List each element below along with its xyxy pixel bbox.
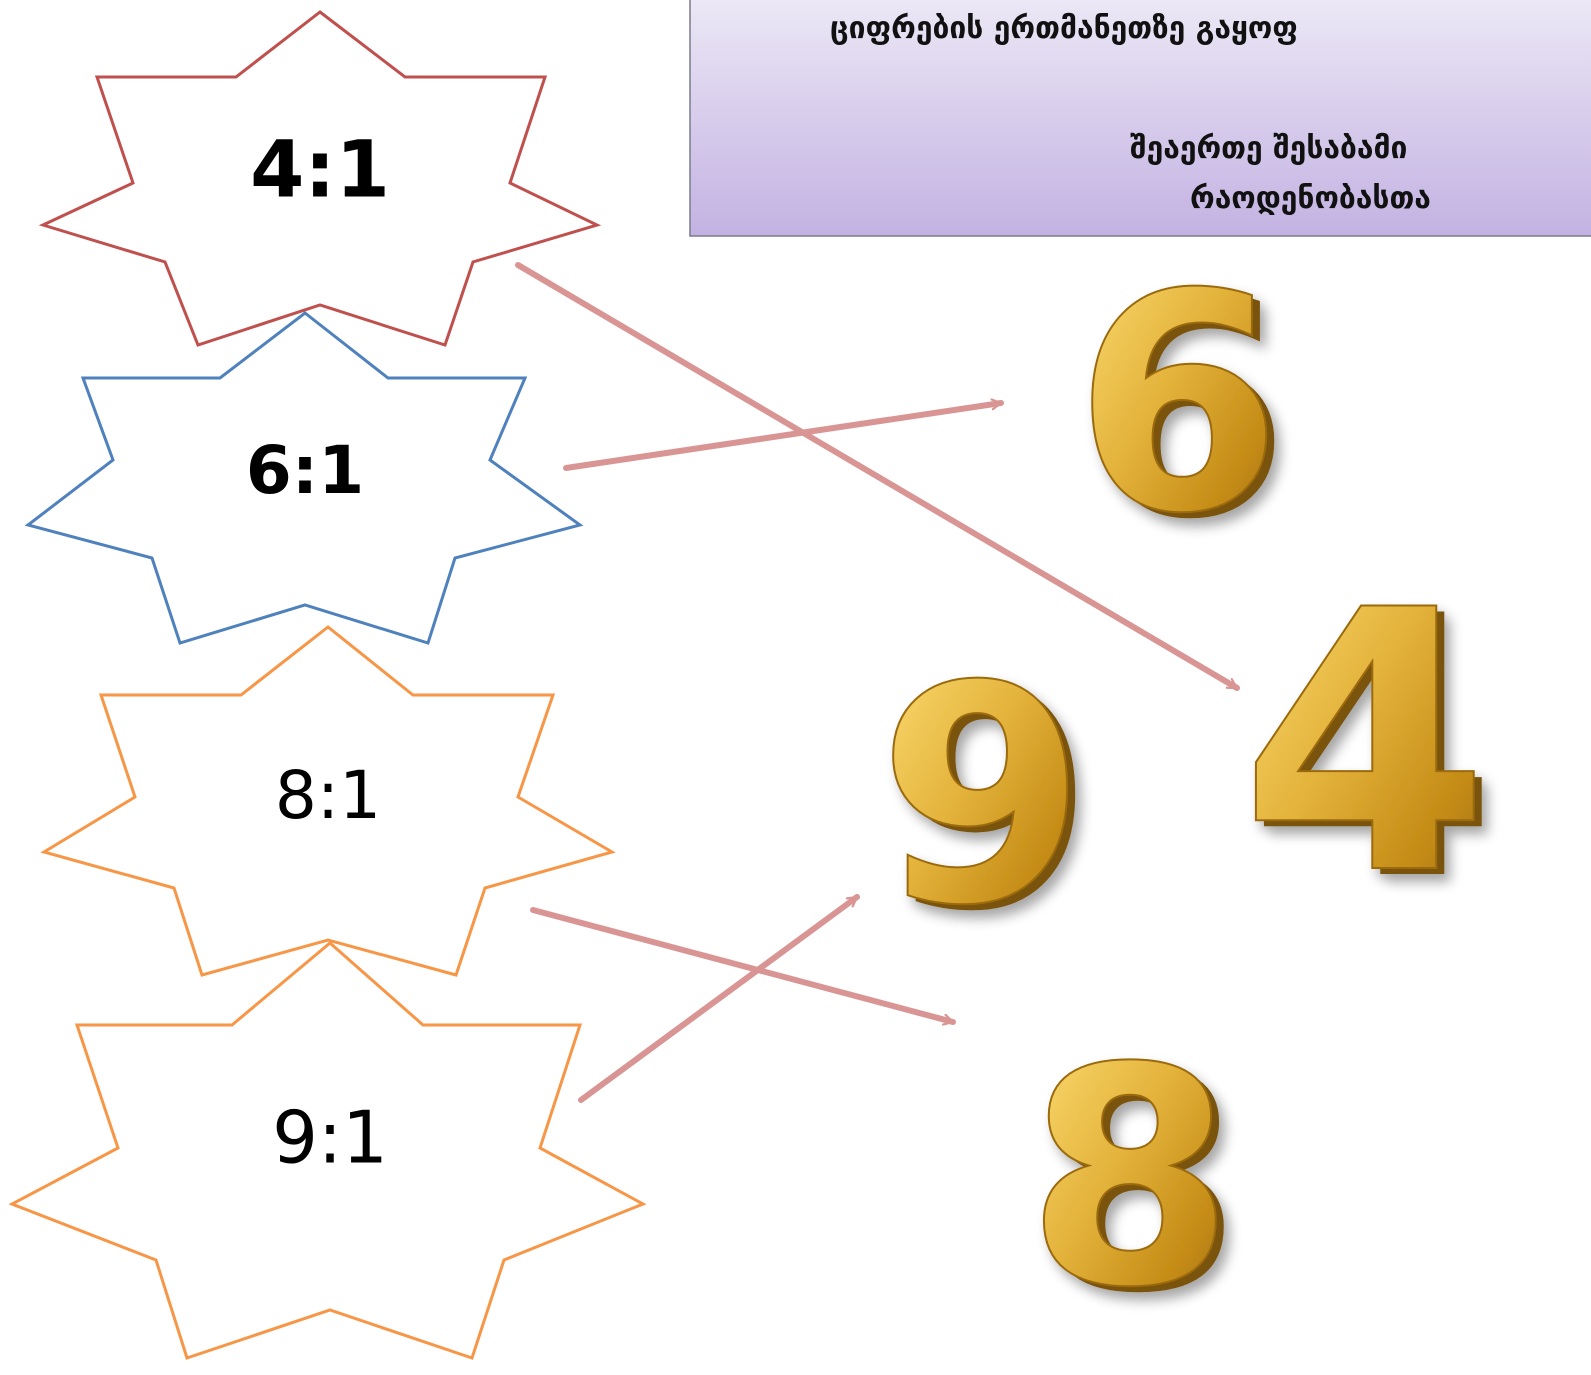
digit-extrusion: 9: [886, 628, 1095, 977]
star-shape: [8, 941, 647, 1360]
division-card-label: 9:1: [272, 1096, 388, 1180]
star-shape: [24, 311, 584, 645]
arrow-9-1-to-9[interactable]: [578, 894, 860, 1103]
division-card-3[interactable]: 8:1: [40, 625, 616, 977]
answer-digit-8[interactable]: 88: [1025, 1003, 1243, 1359]
digit-extrusion: 4: [1248, 540, 1499, 959]
answer-digit-4[interactable]: 44: [1239, 533, 1499, 959]
instruction-line-2: შეაერთე შესაბამი: [1130, 131, 1407, 166]
division-card-label: 6:1: [246, 432, 364, 509]
answer-digit-6[interactable]: 66: [1073, 229, 1291, 585]
instruction-panel-background: [689, 0, 1591, 237]
division-card-1[interactable]: 4:1: [38, 10, 602, 347]
division-card-2[interactable]: 6:1: [24, 311, 584, 645]
division-card-label: 8:1: [275, 757, 381, 834]
arrow-4-1-to-4[interactable]: [515, 262, 1240, 691]
instruction-line-1: ციფრების ერთმანეთზე გაყოფ: [830, 11, 1298, 46]
arrow-8-1-to-8[interactable]: [530, 907, 956, 1022]
digit-face: 9: [878, 622, 1087, 971]
answer-digit-9[interactable]: 99: [877, 621, 1095, 977]
digit-face: 8: [1026, 1004, 1235, 1353]
star-shape: [38, 10, 602, 347]
digit-face: 4: [1240, 534, 1491, 953]
division-card-label: 4:1: [250, 125, 390, 215]
digit-extrusion: 8: [1034, 1010, 1243, 1359]
connector-arrows: [515, 262, 1240, 1103]
digit-extrusion: 6: [1082, 236, 1291, 585]
arrow-6-1-to-6[interactable]: [563, 403, 1004, 471]
instruction-panel: ციფრების ერთმანეთზე გაყოფ შეაერთე შესაბა…: [689, 0, 1591, 237]
division-cards: 9:1 8:1 6:1 4:1: [8, 10, 647, 1360]
digit-face: 6: [1074, 230, 1283, 579]
instruction-line-3: რაოდენობასთა: [1190, 181, 1431, 216]
star-shape: [40, 625, 616, 977]
division-card-4[interactable]: 9:1: [8, 941, 647, 1360]
